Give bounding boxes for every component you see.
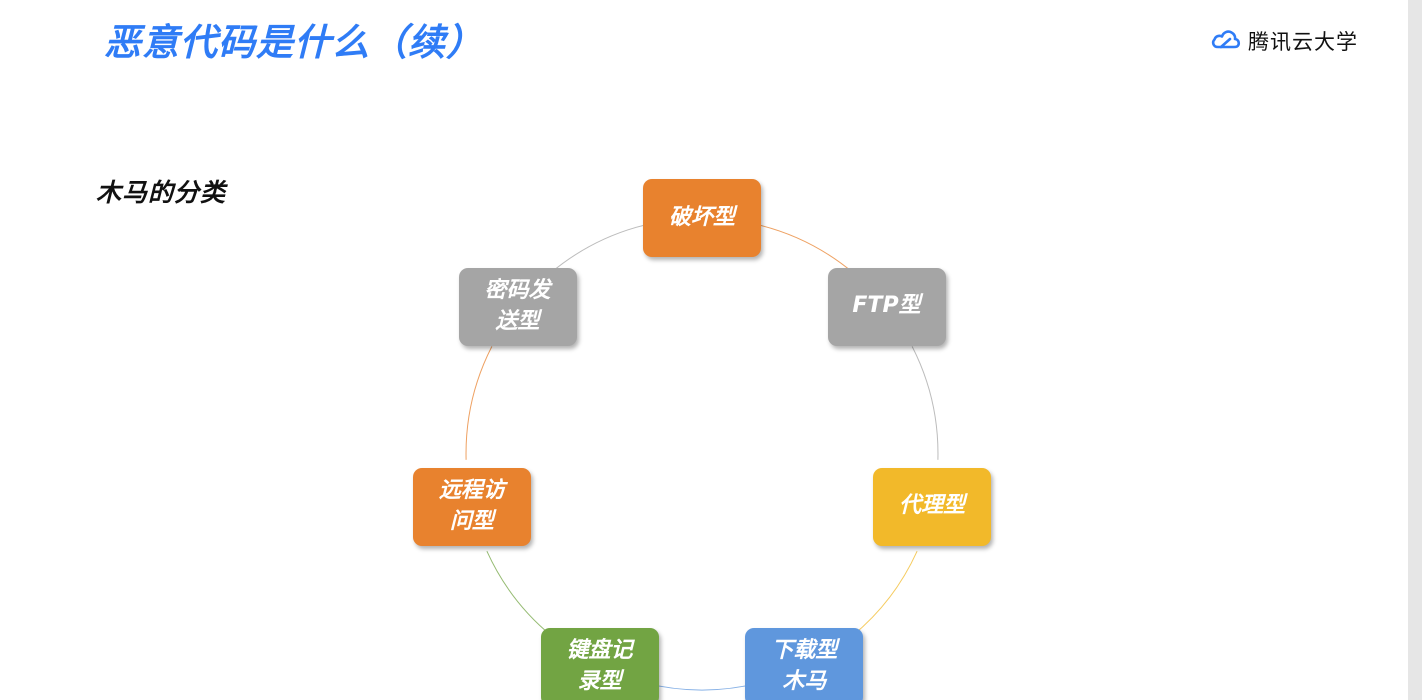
cycle-node-label: 密码发送型 <box>484 276 550 338</box>
cycle-node-label: 远程访问型 <box>439 476 505 538</box>
cycle-node-label-line: 代理型 <box>899 493 966 519</box>
cycle-node-label-line: 录型 <box>577 668 622 694</box>
slide-edge <box>1408 0 1422 700</box>
cycle-arc <box>748 222 854 274</box>
cycle-node-label-line: 破坏型 <box>668 204 735 230</box>
cycle-node: 代理型 <box>873 467 992 546</box>
cycle-node-label-line: 送型 <box>495 308 540 334</box>
cycle-node-label: 破坏型 <box>669 203 735 234</box>
cycle-arc <box>911 346 939 460</box>
cycle-node: 密码发送型 <box>458 267 577 346</box>
cycle-node-label-line: 远程访 <box>438 477 505 503</box>
cycle-node-label-line: 键盘记 <box>566 637 633 663</box>
cycle-node-label: FTP型 <box>852 291 920 322</box>
cycle-node-label-line: 密码发 <box>484 278 551 304</box>
cycle-node: FTP型 <box>827 267 946 346</box>
cycle-node: 键盘记录型 <box>540 627 659 700</box>
cycle-node-label-line: 下载型 <box>771 637 838 663</box>
cycle-node-label: 下载型木马 <box>771 636 837 698</box>
cycle-arc <box>643 682 761 691</box>
cycle-node-label-line: 木马 <box>782 668 827 694</box>
cycle-node-label: 代理型 <box>899 491 965 522</box>
brand-name: 腾讯云大学 <box>1248 30 1358 54</box>
cycle-node-label: 键盘记录型 <box>567 636 633 698</box>
cycle-arc <box>465 346 493 460</box>
cycle-node: 破坏型 <box>643 179 761 257</box>
cloud-logo-icon <box>1210 27 1242 55</box>
cycle-node-label-line: FTP型 <box>852 293 921 319</box>
cycle-node: 远程访问型 <box>412 467 531 546</box>
brand-logo: 腾讯云大学 <box>1210 26 1358 56</box>
cycle-arc <box>550 222 656 274</box>
cycle-node-label-line: 问型 <box>449 508 494 534</box>
page-title: 恶意代码是什么（续） <box>104 21 484 64</box>
cycle-node: 下载型木马 <box>745 627 864 700</box>
section-title: 木马的分类 <box>96 178 227 207</box>
